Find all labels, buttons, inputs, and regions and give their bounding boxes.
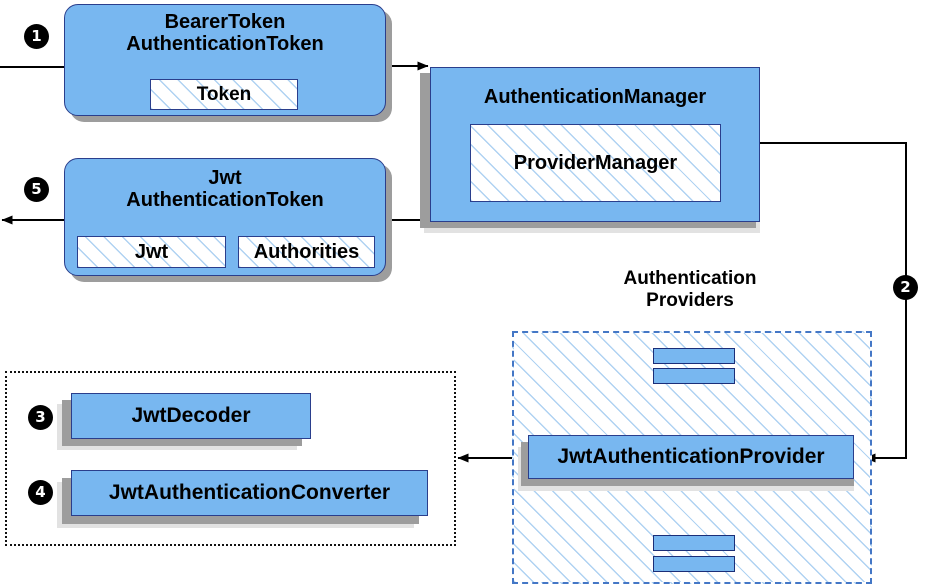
step-5-label: 5 <box>31 180 42 198</box>
provider-stub-bar-bottom-1 <box>653 535 735 551</box>
provider-stub-bar-top-2 <box>653 368 735 384</box>
jwt-decoder-label: JwtDecoder <box>131 404 251 428</box>
jwt-support-components-group <box>5 371 456 546</box>
jwt-authentication-token-inner-authorities-box[interactable]: Authorities <box>238 236 375 268</box>
step-marker-4: 4 <box>28 480 53 505</box>
jwt-authentication-converter-label: JwtAuthenticationConverter <box>108 481 391 505</box>
step-4-label: 4 <box>35 483 46 501</box>
provider-manager-inner-box[interactable]: ProviderManager <box>470 124 721 202</box>
provider-stub-bar-top-1 <box>653 348 735 364</box>
step-marker-2: 2 <box>893 275 918 300</box>
step-2-label: 2 <box>900 278 911 296</box>
authorities-inner-label: Authorities <box>253 240 360 263</box>
authentication-manager-title: AuthenticationManager <box>483 86 707 108</box>
jwt-authentication-token-title-line2: AuthenticationToken <box>126 189 324 212</box>
jwt-decoder-box[interactable]: JwtDecoder <box>71 393 311 439</box>
bearer-token-title-line1: BearerToken <box>164 11 286 33</box>
authentication-providers-caption: Authentication Providers <box>540 268 840 313</box>
provider-manager-label: ProviderManager <box>513 151 678 174</box>
step-marker-3: 3 <box>28 405 53 430</box>
bearer-token-inner-label: Token <box>196 83 252 105</box>
authentication-providers-caption-line2: Providers <box>646 290 734 312</box>
jwt-authentication-provider-label: JwtAuthenticationProvider <box>557 445 825 469</box>
jwt-authentication-token-title-line1: Jwt <box>208 167 242 189</box>
bearer-token-title-line2: AuthenticationToken <box>126 33 324 56</box>
provider-stub-bar-bottom-2 <box>653 556 735 572</box>
jwt-authentication-provider-box[interactable]: JwtAuthenticationProvider <box>528 435 854 479</box>
step-marker-1: 1 <box>24 24 49 49</box>
jwt-authentication-token-inner-jwt-box[interactable]: Jwt <box>77 236 226 268</box>
jwt-inner-label: Jwt <box>134 240 169 263</box>
jwt-authentication-converter-box[interactable]: JwtAuthenticationConverter <box>71 470 428 516</box>
authentication-providers-caption-line1: Authentication <box>623 268 757 289</box>
step-3-label: 3 <box>35 408 46 426</box>
step-1-label: 1 <box>31 27 42 45</box>
step-marker-5: 5 <box>24 177 49 202</box>
bearer-token-inner-token-box[interactable]: Token <box>150 79 298 110</box>
